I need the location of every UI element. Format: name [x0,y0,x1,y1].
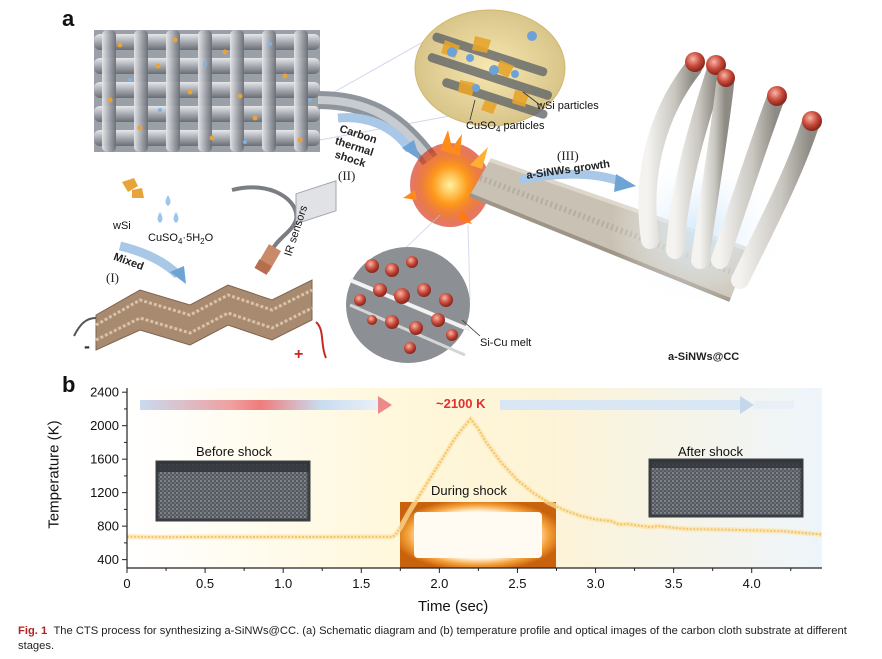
x-axis-title: Time (sec) [418,598,489,615]
y-tick-label: 400 [97,552,119,567]
x-tick-label: 3.0 [587,576,605,591]
label-sicu-melt: Si-Cu melt [480,337,532,349]
label-after-shock: After shock [678,444,744,459]
label-product: a-SiNWs@CC [668,351,740,363]
label-step-2: (II) [338,168,356,183]
label-during-shock: During shock [431,483,507,498]
x-tick-label: 1.5 [352,576,370,591]
label-wsi-particles: wSi particles [537,100,599,112]
panel-a-letter: a [62,6,75,31]
stage-arrow-head-left [378,396,392,414]
caption-text: The CTS process for synthesizing a-SiNWs… [18,625,847,652]
zigzag-carbon-cloth [73,180,337,359]
x-tick-label: 1.0 [274,576,292,591]
stage-arrow-bar-right [500,400,740,410]
label-plus-electrode: + [294,346,304,363]
panel-b-letter: b [62,372,76,397]
label-wsi: wSi [113,220,131,232]
photo-during-core [414,512,542,558]
label-cuso4-particles: CuSO4 particles [466,120,545,135]
ir-sensor [231,185,299,275]
x-tick-label: 2.5 [508,576,526,591]
photo-after-clamp-top [650,460,802,468]
schematic-illustration [73,9,822,363]
zoom-circle-melt [346,214,481,363]
y-tick-label: 1200 [90,485,119,500]
photo-after-shock [648,458,804,518]
y-tick-label: 2400 [90,385,119,400]
peak-temperature-label: ~2100 K [436,396,486,411]
silicon-nanowires [638,52,822,289]
x-tick-label: 2.0 [430,576,448,591]
zoom-circle-particles [414,9,566,127]
label-before-shock: Before shock [196,444,272,459]
x-tick-label: 3.5 [665,576,683,591]
x-tick-label: 0.5 [196,576,214,591]
y-tick-label: 800 [97,519,119,534]
y-tick-label: 1600 [90,452,119,467]
water-drop-icon [157,195,179,223]
x-tick-label: 0 [123,576,130,591]
temperature-curve [126,417,823,539]
y-tick-label: 2000 [90,418,119,433]
wsi-particle-icon [122,178,144,198]
label-minus-electrode: - [84,336,90,356]
label-step-3: (III) [557,148,579,163]
stage-arrow-tail [754,401,794,409]
label-step-1: (I) [106,270,119,285]
thermal-shock-flame [403,130,490,227]
temperature-chart: 0 0.5 1.0 1.5 2.0 2.5 3.0 3.5 4.0 400 800 1200 1600 2… [90,385,823,591]
photo-before-clamp-top [157,462,309,472]
woven-carbon-cloth [94,30,320,152]
stage-arrow-bar-left [140,400,380,410]
y-axis-title: Temperature (K) [45,420,63,529]
stage-arrow-head-right [740,396,754,414]
x-tick-label: 4.0 [743,576,761,591]
caption-label: Fig. 1 [18,625,48,637]
label-cuso4-hydrate: CuSO4·5H2O [148,232,214,247]
figure-caption: Fig. 1 The CTS process for synthesizing … [18,624,868,654]
